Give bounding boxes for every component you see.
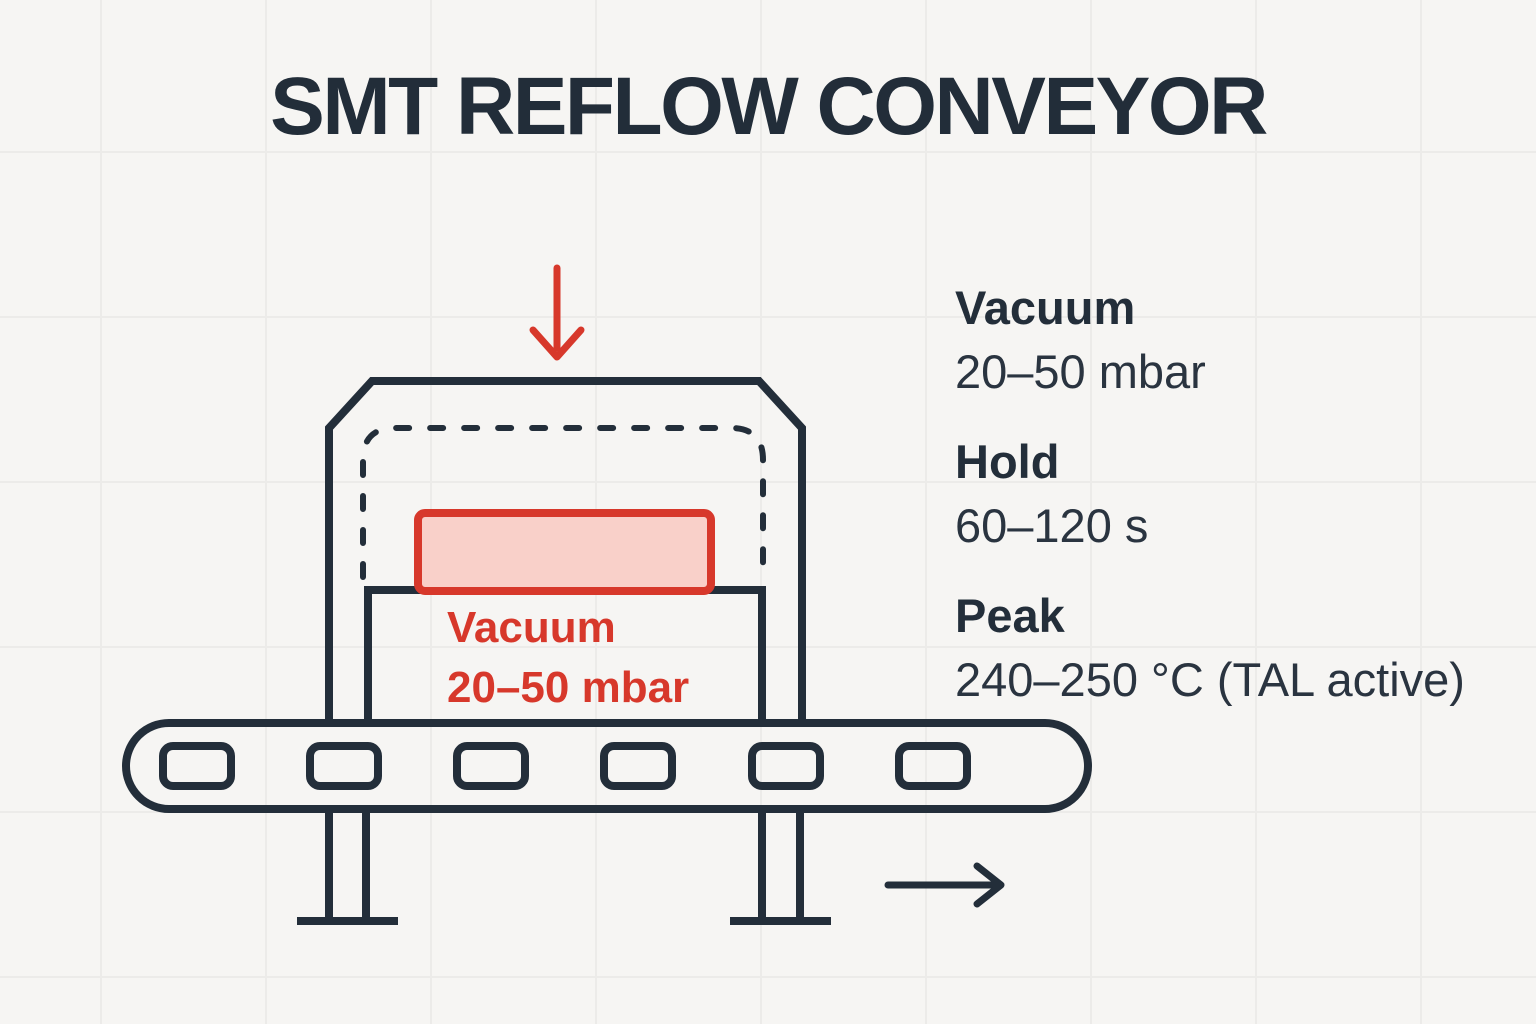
spec-label: Hold <box>955 435 1060 488</box>
belt-link <box>159 742 235 790</box>
belt-link <box>453 742 529 790</box>
vacuum-zone-dashed-outline <box>360 425 766 580</box>
spec-item-vacuum: Vacuum 20–50 mbar <box>955 276 1465 404</box>
spec-label: Vacuum <box>955 281 1136 334</box>
spec-value: 60–120 s <box>955 499 1149 552</box>
spec-item-hold: Hold 60–120 s <box>955 430 1465 558</box>
conveyor-belt <box>122 719 1092 813</box>
left-support-leg <box>297 809 398 925</box>
vacuum-inlet-arrow-icon <box>529 264 585 361</box>
belt-link <box>600 742 676 790</box>
belt-links <box>159 742 971 790</box>
spec-label: Peak <box>955 589 1065 642</box>
chamber-vacuum-label: Vacuum 20–50 mbar <box>447 598 689 718</box>
spec-value: 20–50 mbar <box>955 345 1206 398</box>
right-support-leg <box>730 809 831 925</box>
flow-direction-arrow-icon <box>884 862 1005 908</box>
pcb-board <box>414 509 715 595</box>
chamber-hood-outline <box>325 377 806 725</box>
spec-item-peak: Peak 240–250 °C (TAL active) <box>955 584 1465 712</box>
chamber-vacuum-label-line1: Vacuum <box>447 603 616 652</box>
chamber-vacuum-label-line2: 20–50 mbar <box>447 663 690 712</box>
belt-link <box>306 742 382 790</box>
page-title: SMT REFLOW CONVEYOR <box>270 61 1268 152</box>
belt-link <box>748 742 824 790</box>
spec-list: Vacuum 20–50 mbar Hold 60–120 s Peak 240… <box>955 276 1465 738</box>
spec-value: 240–250 °C (TAL active) <box>955 653 1465 706</box>
belt-link <box>895 742 971 790</box>
